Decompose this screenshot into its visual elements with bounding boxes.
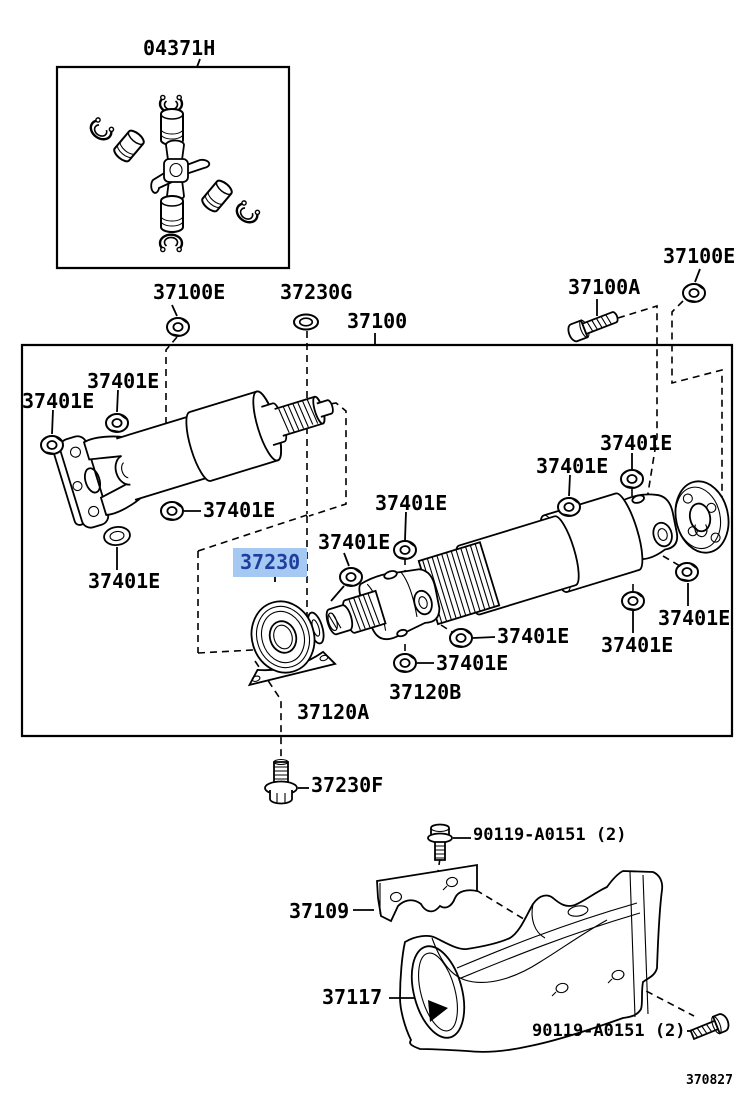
part-label-37109[interactable]: 37109 <box>289 899 350 923</box>
diagram-code: 370827 <box>686 1073 733 1088</box>
part-label-37100[interactable]: 37100 <box>347 309 408 333</box>
part-label-37401e-8[interactable]: 37401E <box>600 431 673 455</box>
main-assembly-box <box>22 345 732 736</box>
part-label-37230f[interactable]: 37230F <box>311 773 384 797</box>
hex-nut-icon <box>682 283 706 303</box>
part-label-37401e-5[interactable]: 37401E <box>375 491 448 515</box>
spacer-bearing-drawing <box>324 604 355 636</box>
part-label-37230g[interactable]: 37230G <box>280 280 353 304</box>
hex-nut-icon <box>160 501 184 521</box>
part-label-37401e-6[interactable]: 37401E <box>318 530 391 554</box>
part-label-90119-top[interactable]: 90119-A0151 (2) <box>473 825 627 845</box>
hex-nut-icon <box>449 628 473 648</box>
part-label-37401e-3[interactable]: 37401E <box>203 498 276 522</box>
part-label-04371h[interactable]: 04371H <box>143 36 216 60</box>
bolt-icon <box>566 308 620 343</box>
hex-nut-icon <box>557 497 581 517</box>
rear-propeller-shaft-drawing <box>227 479 686 690</box>
rear-flange-drawing <box>669 476 735 557</box>
washer-icon <box>103 525 131 546</box>
hex-nut-icon <box>105 413 129 433</box>
hex-nut-icon <box>393 653 417 673</box>
spider-cross <box>151 141 209 201</box>
spider-kit-box <box>57 67 289 268</box>
washer-icon <box>293 313 319 331</box>
part-label-37230-highlighted[interactable]: 37230 <box>233 548 308 577</box>
bracket-drawing <box>377 865 477 921</box>
part-label-37100e-topright[interactable]: 37100E <box>663 244 736 268</box>
hex-nut-icon <box>40 435 64 455</box>
spider-kit-drawing <box>86 94 263 253</box>
part-label-37401e-1[interactable]: 37401E <box>87 369 160 393</box>
part-label-37401e-10[interactable]: 37401E <box>601 633 674 657</box>
bolt-icon <box>428 825 452 861</box>
part-label-37401e-9[interactable]: 37401E <box>497 624 570 648</box>
part-label-37100a[interactable]: 37100A <box>568 275 641 299</box>
bolt-icon <box>689 1012 731 1043</box>
part-label-37401e-11[interactable]: 37401E <box>658 606 731 630</box>
heat-shield-drawing <box>400 871 662 1052</box>
part-label-37401e-4[interactable]: 37401E <box>88 569 161 593</box>
part-label-37401e-2[interactable]: 37401E <box>22 389 95 413</box>
hex-nut-icon <box>675 562 699 582</box>
part-label-37117[interactable]: 37117 <box>322 985 383 1009</box>
hex-nut-icon <box>339 567 363 587</box>
front-propeller-shaft-drawing <box>51 362 346 532</box>
part-label-37401e-12[interactable]: 37401E <box>436 651 509 675</box>
fasteners <box>40 283 731 1043</box>
part-label-37100e-topleft[interactable]: 37100E <box>153 280 226 304</box>
center-support-bearing-drawing <box>228 590 335 689</box>
hex-nut-icon <box>393 540 417 560</box>
hex-nut-icon <box>621 591 645 611</box>
hex-nut-icon <box>166 317 190 337</box>
part-label-37120a[interactable]: 37120A <box>297 700 370 724</box>
bolt-icon <box>265 760 297 804</box>
part-label-90119-bottom[interactable]: 90119-A0151 (2) <box>532 1021 686 1041</box>
hex-nut-icon <box>620 469 644 489</box>
part-label-37401e-7[interactable]: 37401E <box>536 454 609 478</box>
part-label-37120b[interactable]: 37120B <box>389 680 462 704</box>
